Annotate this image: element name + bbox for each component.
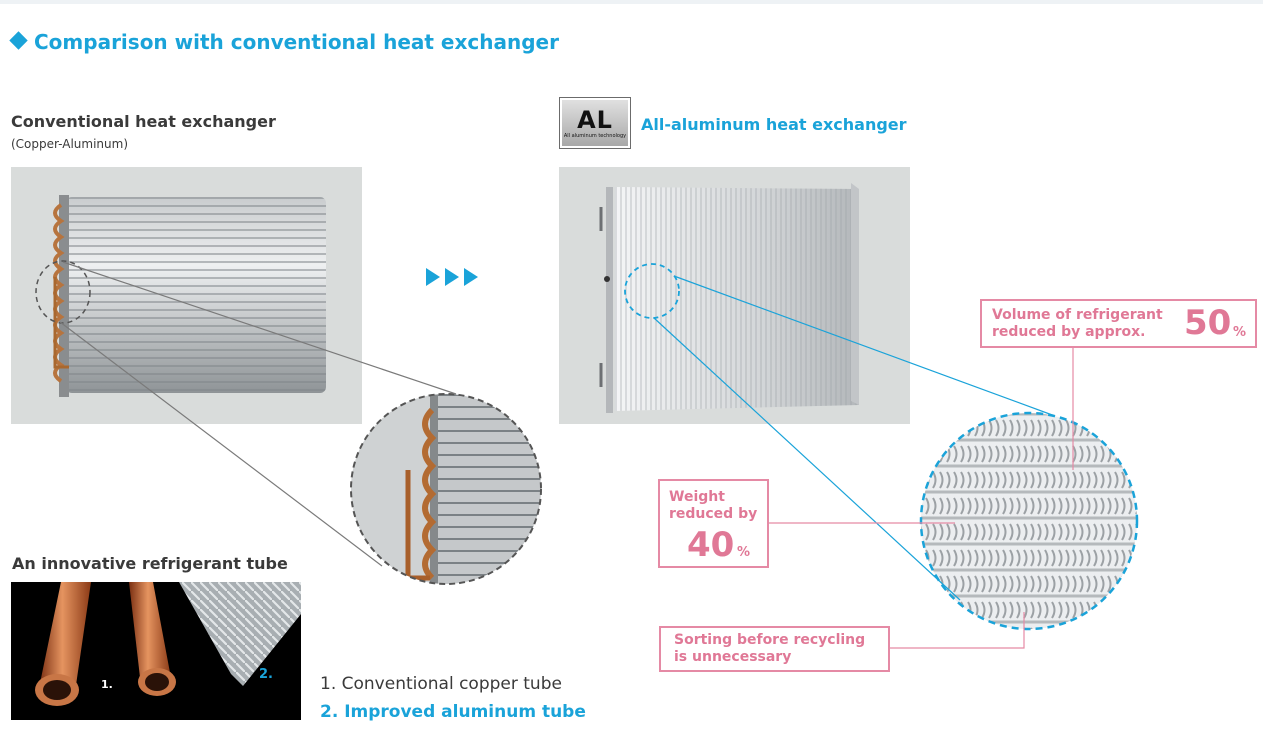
arrow-right-icon (426, 268, 440, 286)
volume-value: 50 (1184, 303, 1232, 343)
weight-text-line2: reduced by (669, 506, 758, 522)
section-title-text: Comparison with conventional heat exchan… (34, 30, 559, 54)
legend-aluminum-tube: 2. Improved aluminum tube (320, 702, 586, 722)
weight-value: 40 (687, 525, 735, 565)
legend-copper-tube: 1. Conventional copper tube (320, 674, 562, 694)
al-logo-subtext: All aluminum technology (563, 133, 627, 139)
conventional-title: Conventional heat exchanger (11, 112, 276, 131)
conventional-zoom (350, 393, 542, 585)
al-technology-logo: AL All aluminum technology (559, 97, 631, 149)
aluminum-title: All-aluminum heat exchanger (641, 115, 907, 134)
aluminum-zoom (919, 411, 1139, 631)
tube-label-2: 2. (259, 667, 273, 682)
sorting-text-line2: is unnecessary (674, 649, 792, 665)
conventional-subtitle: (Copper-Aluminum) (11, 137, 129, 151)
arrow-right-icon (464, 268, 478, 286)
volume-unit: % (1233, 325, 1247, 340)
tube-label-1: 1. (101, 678, 113, 691)
al-logo-text: AL (577, 106, 613, 134)
conventional-heat-exchanger-image (11, 167, 362, 424)
transition-arrows (426, 268, 478, 286)
volume-text-line2: reduced by approx. (992, 324, 1146, 340)
refrigerant-tube-image: 1. 2. (11, 582, 301, 720)
arrow-right-icon (445, 268, 459, 286)
top-strip (0, 0, 1263, 4)
weight-text-line1: Weight (669, 489, 725, 505)
sorting-text-line1: Sorting before recycling (674, 632, 866, 648)
weight-unit: % (737, 545, 751, 560)
innovative-tube-title: An innovative refrigerant tube (12, 554, 288, 573)
volume-text-line1: Volume of refrigerant (992, 307, 1163, 323)
section-title: Comparison with conventional heat exchan… (8, 30, 559, 54)
